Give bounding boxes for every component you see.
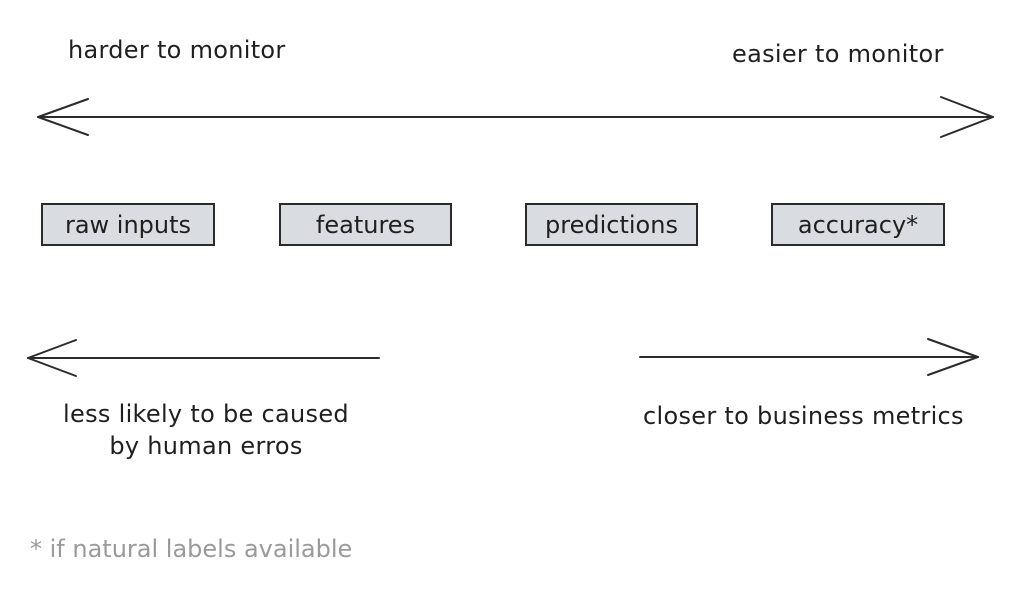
easier-to-monitor-label: easier to monitor (732, 40, 944, 68)
harder-to-monitor-label: harder to monitor (68, 36, 286, 64)
double-headed-monitoring-arrow (37, 96, 994, 138)
less-likely-human-errors-note: less likely to be caused by human erros (36, 398, 376, 463)
left-arrow (27, 339, 380, 377)
stage-accuracy: accuracy* (771, 203, 945, 246)
closer-to-business-metrics-note: closer to business metrics (643, 402, 964, 430)
left-note-line-2: by human erros (109, 432, 303, 461)
footnote: * if natural labels available (30, 535, 353, 563)
right-arrow (639, 338, 979, 376)
stage-raw-inputs: raw inputs (41, 203, 215, 246)
left-note-line-1: less likely to be caused (63, 400, 349, 428)
stage-predictions: predictions (525, 203, 698, 246)
stage-features: features (279, 203, 452, 246)
